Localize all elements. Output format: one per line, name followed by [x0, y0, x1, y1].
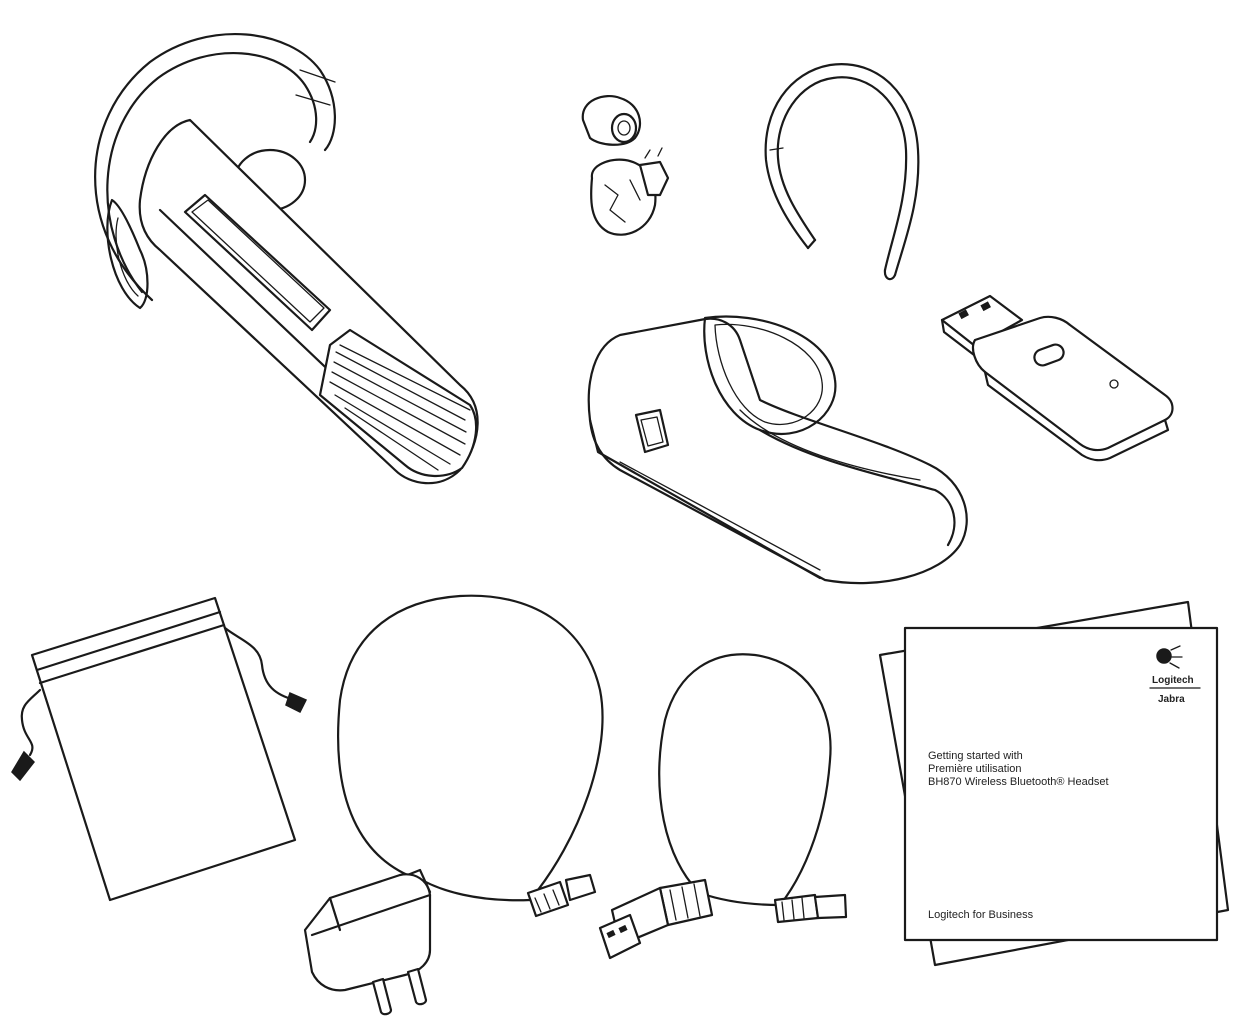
booklet-title-line-3: BH870 Wireless Bluetooth® Headset — [928, 776, 1109, 788]
logitech-logo: Logitech Jabra — [1149, 645, 1201, 705]
wall-charger-cable-icon — [303, 594, 604, 1016]
booklet-title-line-2: Première utilisation — [928, 763, 1022, 775]
usb-cable-icon — [598, 653, 848, 960]
headset-icon — [94, 33, 479, 485]
logo-brand: Logitech — [1152, 675, 1194, 686]
booklet-footer: Logitech for Business — [928, 909, 1034, 921]
logo-partner: Jabra — [1158, 694, 1185, 705]
carry-pouch-icon — [11, 596, 308, 902]
ear-hook-icon — [764, 63, 920, 281]
ear-gels-icon — [581, 94, 670, 236]
usb-dongle-icon — [940, 294, 1174, 462]
quick-start-booklet: Logitech Jabra Getting started with Prem… — [878, 600, 1230, 967]
booklet-title-line-1: Getting started with — [928, 750, 1023, 762]
charging-cradle-icon — [587, 315, 968, 585]
